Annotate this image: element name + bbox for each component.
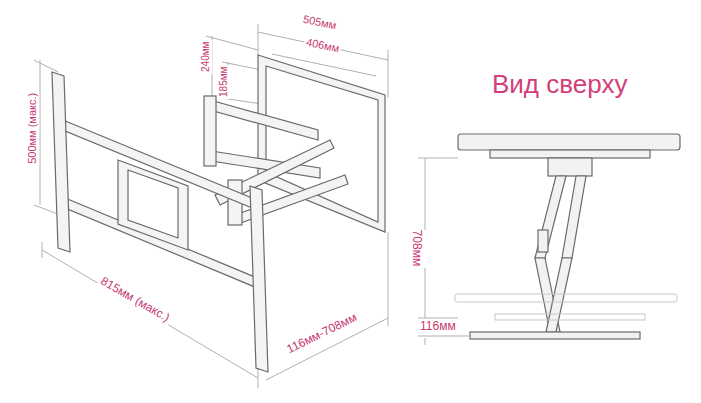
extension-line bbox=[42, 242, 43, 258]
dimension-label: 815мм (макс.) bbox=[96, 274, 173, 327]
dimension-label: 185мм bbox=[218, 65, 230, 99]
extension-line bbox=[418, 158, 458, 159]
mount-perspective bbox=[52, 55, 385, 372]
extension-line bbox=[388, 232, 389, 326]
wall-plate bbox=[470, 332, 640, 339]
arm bbox=[535, 176, 566, 258]
dimension-label: 500мм (макс.) bbox=[26, 91, 39, 166]
dimension-label: 505мм bbox=[300, 12, 339, 32]
view-heading: Вид сверху bbox=[490, 70, 629, 100]
dimension-line bbox=[258, 32, 388, 60]
arm bbox=[210, 100, 318, 140]
vertical-bar bbox=[250, 186, 268, 372]
arm bbox=[546, 258, 572, 332]
arm-joint bbox=[204, 96, 216, 166]
dimension-line bbox=[425, 338, 426, 345]
extension-line bbox=[418, 336, 470, 337]
arm-joint bbox=[538, 230, 548, 252]
ghost-tv bbox=[455, 294, 677, 302]
dimension-label: 116мм bbox=[418, 320, 458, 334]
dimension-label: 406мм bbox=[303, 35, 342, 55]
ghost-tv bbox=[495, 314, 645, 320]
tilt-head bbox=[548, 158, 592, 176]
dimension-label: 116мм-708мм bbox=[283, 310, 361, 358]
dimension-line bbox=[425, 268, 426, 318]
dimension-label: 240мм bbox=[200, 40, 212, 74]
tv-bracket bbox=[490, 150, 650, 158]
ghost-positions bbox=[455, 294, 677, 320]
vertical-bar bbox=[52, 72, 70, 252]
extension-line bbox=[418, 318, 458, 319]
dimension-line bbox=[40, 60, 41, 205]
dimension-lines bbox=[34, 24, 388, 388]
extension-line bbox=[34, 60, 58, 72]
tv-panel bbox=[458, 134, 680, 150]
extension-line bbox=[258, 368, 259, 388]
extension-line bbox=[206, 36, 258, 50]
extension-line bbox=[388, 50, 389, 98]
center-plate-inner bbox=[128, 170, 178, 238]
extension-line bbox=[34, 205, 58, 214]
dimension-label: 708мм bbox=[409, 228, 423, 269]
center-plate bbox=[118, 160, 188, 250]
extension-line bbox=[258, 24, 259, 55]
mount-top-view bbox=[458, 134, 680, 339]
arm bbox=[562, 176, 586, 258]
dimension-lines-top bbox=[418, 158, 470, 345]
dimension-line bbox=[425, 158, 426, 230]
